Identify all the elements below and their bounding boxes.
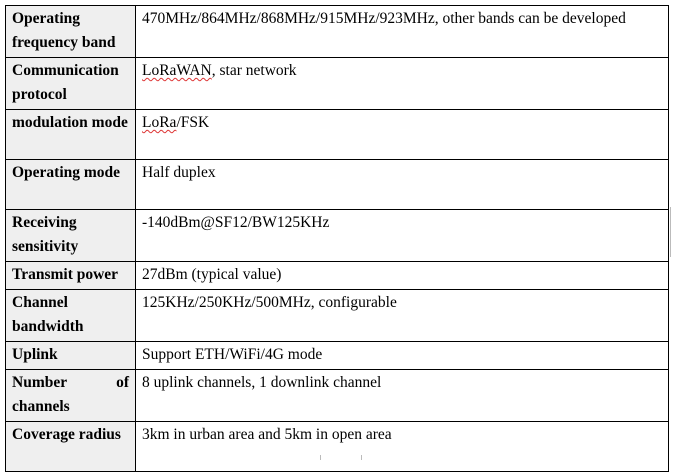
- row-value: 3km in urban area and 5km in open area: [135, 421, 669, 472]
- table-row: Transmit power 27dBm (typical value): [5, 261, 669, 290]
- table-row: Communication protocol LoRaWAN, star net…: [5, 57, 669, 110]
- row-value: -140dBm@SF12/BW125KHz: [135, 209, 669, 262]
- label-word: of: [116, 374, 129, 391]
- table-row: Operating mode Half duplex: [5, 159, 669, 210]
- label-first-line: Number of: [12, 371, 129, 395]
- table-row: Number of channels 8 uplink channels, 1 …: [5, 369, 669, 422]
- table-row: Operating frequency band 470MHz/864MHz/8…: [5, 5, 669, 58]
- row-value: Half duplex: [135, 159, 669, 210]
- table-row: Coverage radius 3km in urban area and 5k…: [5, 421, 669, 472]
- table-row: Receiving sensitivity -140dBm@SF12/BW125…: [5, 209, 669, 262]
- row-value: 470MHz/864MHz/868MHz/915MHz/923MHz, othe…: [135, 5, 669, 58]
- row-label: Operating frequency band: [5, 5, 136, 58]
- row-label: Coverage radius: [5, 421, 136, 472]
- table-row: Channel bandwidth 125KHz/250KHz/500MHz, …: [5, 289, 669, 342]
- value-text: /FSK: [176, 114, 210, 131]
- page-edge-marker: [670, 207, 679, 257]
- label-word: channels: [12, 398, 70, 415]
- row-label: Receiving sensitivity: [5, 209, 136, 262]
- row-label: Channel bandwidth: [5, 289, 136, 342]
- spellcheck-word: LoRaWAN: [142, 62, 212, 79]
- row-value: 8 uplink channels, 1 downlink channel: [135, 369, 669, 422]
- row-value: LoRa/FSK: [135, 109, 669, 160]
- value-text: , star network: [211, 62, 297, 79]
- table-row: modulation mode LoRa/FSK: [5, 109, 669, 160]
- label-word: Number: [12, 374, 68, 391]
- row-label: Operating mode: [5, 159, 136, 210]
- page-edge-marker: [320, 455, 362, 460]
- spec-table: Operating frequency band 470MHz/864MHz/8…: [5, 5, 669, 472]
- spellcheck-word: LoRa: [142, 114, 177, 131]
- row-label: Transmit power: [5, 261, 136, 290]
- row-value: LoRaWAN, star network: [135, 57, 669, 110]
- row-label: Communication protocol: [5, 57, 136, 110]
- table-row: Uplink Support ETH/WiFi/4G mode: [5, 341, 669, 370]
- row-value: 125KHz/250KHz/500MHz, configurable: [135, 289, 669, 342]
- row-label: modulation mode: [5, 109, 136, 160]
- row-value: 27dBm (typical value): [135, 261, 669, 290]
- row-label: Number of channels: [5, 369, 136, 422]
- row-value: Support ETH/WiFi/4G mode: [135, 341, 669, 370]
- row-label: Uplink: [5, 341, 136, 370]
